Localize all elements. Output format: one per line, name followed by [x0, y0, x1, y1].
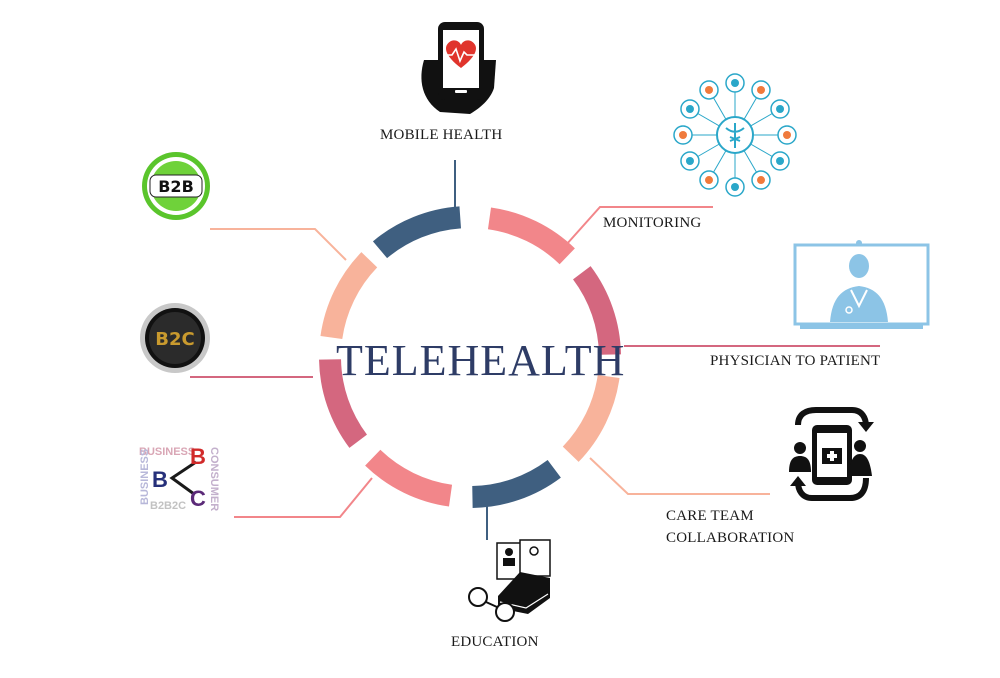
mobile-health-label: MOBILE HEALTH: [380, 127, 503, 143]
education-label: EDUCATION: [451, 634, 539, 650]
ring-segment-b2b2c: [365, 449, 453, 507]
ring: [319, 206, 621, 508]
ring-segment-monitoring: [487, 207, 575, 265]
book-glasses-icon: [468, 539, 551, 622]
b2b2c-letter-b-top: B: [190, 444, 206, 469]
ring-segment-care-team: [562, 374, 620, 462]
b2b2c-top-label: BUSINESS: [139, 446, 195, 458]
connector-lines: [190, 160, 880, 540]
b2b2c-badge: BUSINESS BUSINESS CONSUMER B2B2C B B C: [139, 444, 220, 512]
b2b2c-letter-c: C: [190, 486, 206, 511]
b2b2c-right-label: CONSUMER: [208, 447, 220, 511]
monitoring-label: MONITORING: [603, 215, 702, 231]
ring-segment-b2b: [320, 252, 378, 340]
ring-segment-mobile-health: [372, 206, 462, 259]
heart-rate-phone-icon: [421, 22, 496, 114]
care-team-label-line2: COLLABORATION: [666, 530, 795, 546]
doctor-monitor-icon: [793, 240, 930, 329]
b2b2c-left-label: BUSINESS: [139, 449, 151, 505]
b2c-badge: B2C: [140, 303, 210, 373]
physician-to-patient-label: PHYSICIAN TO PATIENT: [710, 353, 881, 369]
connector-b2b2c: [234, 477, 373, 518]
b2b2c-letter-b-left: B: [152, 467, 168, 492]
b2b-badge: B2B: [142, 152, 210, 220]
b2b-label: B2B: [158, 177, 194, 196]
connector-care-team: [589, 457, 770, 495]
connector-b2b: [210, 228, 347, 261]
care-team-label-line1: CARE TEAM: [666, 508, 754, 524]
connector-monitoring: [565, 206, 713, 246]
b2b2c-bottom-label: B2B2C: [150, 500, 186, 512]
ring-segment-b2c: [319, 358, 368, 448]
telehealth-title: TELEHEALTH: [336, 336, 626, 385]
ring-segment-physician-to-patient: [572, 266, 621, 356]
b2c-label: B2C: [155, 329, 194, 350]
medical-network-icon: [673, 73, 797, 197]
ring-segment-education: [471, 459, 561, 508]
care-team-phone-icon: [789, 407, 874, 501]
